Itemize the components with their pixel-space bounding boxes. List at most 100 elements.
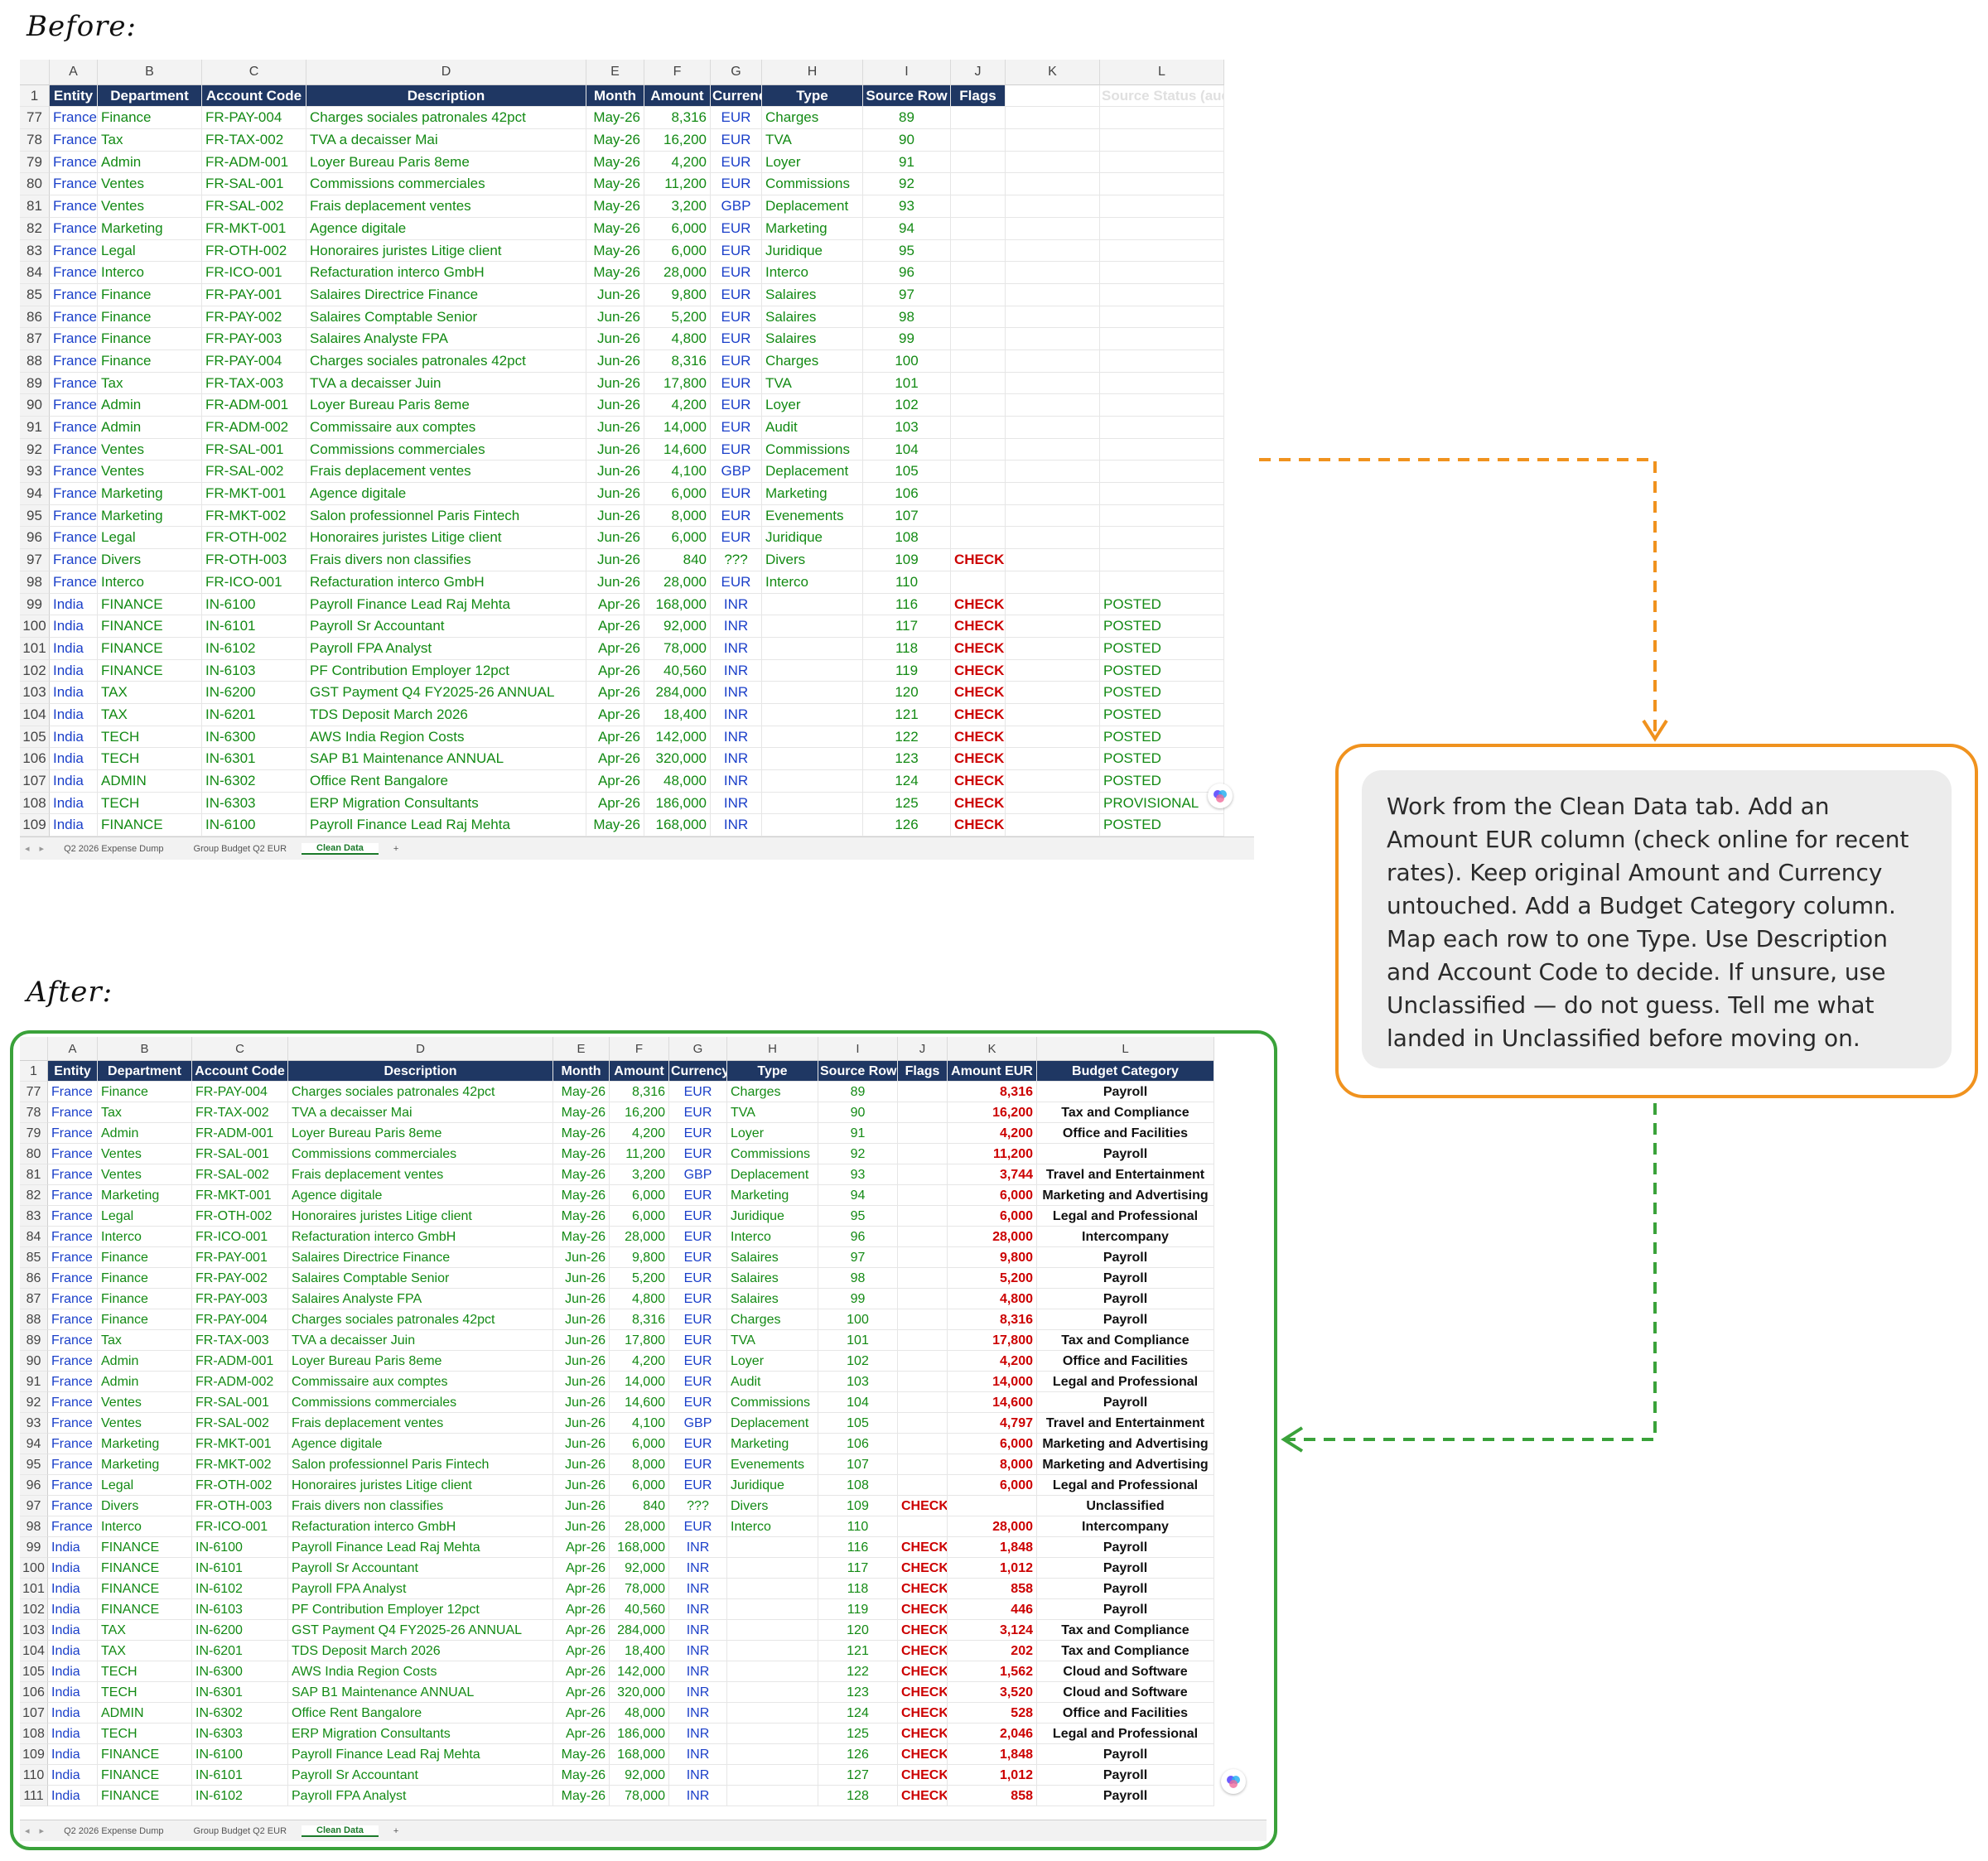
cell-l[interactable]: Travel and Entertainment bbox=[1037, 1164, 1214, 1185]
cell-l[interactable] bbox=[1100, 438, 1224, 461]
cell-h[interactable]: Loyer bbox=[727, 1351, 818, 1372]
cell-h[interactable]: Salaires bbox=[727, 1289, 818, 1309]
cell-g[interactable]: INR bbox=[669, 1599, 727, 1620]
cell-k[interactable]: 4,800 bbox=[948, 1289, 1037, 1309]
cell-e[interactable]: May-26 bbox=[586, 217, 644, 240]
cell-k[interactable]: 1,012 bbox=[948, 1558, 1037, 1579]
cell-g[interactable]: GBP bbox=[669, 1413, 727, 1434]
cell-f[interactable]: 5,200 bbox=[644, 306, 711, 329]
cell-c[interactable]: IN-6103 bbox=[192, 1599, 288, 1620]
cell-b[interactable]: Finance bbox=[98, 306, 202, 329]
cell-d[interactable]: Agence digitale bbox=[288, 1185, 553, 1206]
cell-c[interactable]: FR-ADM-001 bbox=[202, 394, 306, 417]
cell-c[interactable]: FR-ICO-001 bbox=[192, 1227, 288, 1247]
row-number[interactable]: 77 bbox=[20, 1082, 48, 1102]
cell-e[interactable]: Apr-26 bbox=[553, 1579, 610, 1599]
cell-c[interactable]: FR-PAY-004 bbox=[202, 107, 306, 130]
cell-i[interactable]: 94 bbox=[818, 1185, 898, 1206]
cell-g[interactable]: EUR bbox=[669, 1516, 727, 1537]
cell-h[interactable] bbox=[762, 814, 863, 837]
cell-g[interactable]: GBP bbox=[669, 1164, 727, 1185]
cell-c[interactable]: FR-PAY-004 bbox=[192, 1309, 288, 1330]
cell-d[interactable]: Payroll Finance Lead Raj Mehta bbox=[306, 814, 586, 837]
cell-k[interactable] bbox=[1006, 770, 1100, 793]
cell-l[interactable]: Legal and Professional bbox=[1037, 1372, 1214, 1392]
cell-g[interactable]: EUR bbox=[669, 1123, 727, 1144]
row-number[interactable]: 82 bbox=[20, 1185, 48, 1206]
cell-a[interactable]: India bbox=[48, 1724, 98, 1744]
cell-b[interactable]: TAX bbox=[98, 682, 202, 704]
cell-e[interactable]: Jun-26 bbox=[586, 460, 644, 484]
cell-h[interactable]: Marketing bbox=[727, 1434, 818, 1454]
cell-e[interactable]: Apr-26 bbox=[586, 659, 644, 682]
row-number[interactable]: 79 bbox=[20, 151, 50, 174]
cell-l[interactable] bbox=[1100, 173, 1224, 196]
cell-a[interactable]: France bbox=[48, 1227, 98, 1247]
cell-i[interactable]: 122 bbox=[863, 726, 951, 749]
cell-b[interactable]: Legal bbox=[98, 239, 202, 263]
cell-l[interactable]: Payroll bbox=[1037, 1558, 1214, 1579]
cell-f[interactable]: 9,800 bbox=[644, 283, 711, 306]
cell-c[interactable]: FR-SAL-001 bbox=[192, 1392, 288, 1413]
cell-k[interactable] bbox=[1006, 394, 1100, 417]
cell-j[interactable] bbox=[898, 1102, 948, 1123]
cell-c[interactable]: IN-6100 bbox=[192, 1744, 288, 1765]
cell-g[interactable]: EUR bbox=[669, 1289, 727, 1309]
header-amount-eur[interactable]: Amount EUR bbox=[948, 1061, 1037, 1082]
cell-l[interactable]: POSTED bbox=[1100, 726, 1224, 749]
cell-c[interactable]: FR-TAX-002 bbox=[192, 1102, 288, 1123]
cell-j[interactable] bbox=[898, 1123, 948, 1144]
cell-j[interactable] bbox=[898, 1268, 948, 1289]
cell-i[interactable]: 110 bbox=[818, 1516, 898, 1537]
cell-d[interactable]: Refacturation interco GmbH bbox=[306, 571, 586, 594]
cell-d[interactable]: Charges sociales patronales 42pct bbox=[288, 1309, 553, 1330]
cell-j[interactable]: CHECK bbox=[951, 703, 1006, 726]
tab-q2-2026-expense-dump[interactable]: Q2 2026 Expense Dump bbox=[64, 1825, 164, 1836]
cell-j[interactable] bbox=[898, 1475, 948, 1496]
cell-i[interactable]: 116 bbox=[863, 593, 951, 616]
cell-l[interactable]: POSTED bbox=[1100, 748, 1224, 770]
cell-a[interactable]: France bbox=[48, 1413, 98, 1434]
cell-d[interactable]: TDS Deposit March 2026 bbox=[288, 1641, 553, 1661]
cell-k[interactable]: 14,600 bbox=[948, 1392, 1037, 1413]
cell-d[interactable]: Payroll Sr Accountant bbox=[306, 615, 586, 638]
cell-i[interactable]: 126 bbox=[863, 814, 951, 837]
cell-g[interactable]: ??? bbox=[711, 549, 762, 571]
cell-c[interactable]: FR-MKT-001 bbox=[202, 483, 306, 505]
cell-i[interactable]: 93 bbox=[818, 1164, 898, 1185]
cell-a[interactable]: France bbox=[50, 151, 98, 174]
cell-h[interactable] bbox=[727, 1661, 818, 1682]
cell-j[interactable] bbox=[898, 1413, 948, 1434]
cell-f[interactable]: 16,200 bbox=[644, 129, 711, 152]
cell-a[interactable]: France bbox=[50, 504, 98, 528]
cell-a[interactable]: France bbox=[48, 1185, 98, 1206]
cell-e[interactable]: Jun-26 bbox=[586, 483, 644, 505]
cell-g[interactable]: EUR bbox=[711, 394, 762, 417]
cell-a[interactable]: France bbox=[50, 195, 98, 218]
header-type[interactable]: Type bbox=[727, 1061, 818, 1082]
row-number[interactable]: 104 bbox=[20, 1641, 48, 1661]
column-letter-i[interactable]: I bbox=[818, 1037, 898, 1061]
cell-i[interactable]: 103 bbox=[863, 417, 951, 439]
cell-i[interactable]: 90 bbox=[863, 129, 951, 152]
cell-b[interactable]: Divers bbox=[98, 549, 202, 571]
cell-d[interactable]: Commissions commerciales bbox=[306, 438, 586, 461]
header-source-row[interactable]: Source Row bbox=[863, 84, 951, 108]
cell-h[interactable] bbox=[727, 1703, 818, 1724]
column-letter-e[interactable]: E bbox=[553, 1037, 610, 1061]
cell-d[interactable]: Salaires Comptable Senior bbox=[288, 1268, 553, 1289]
cell-e[interactable]: Jun-26 bbox=[553, 1392, 610, 1413]
cell-c[interactable]: IN-6301 bbox=[192, 1682, 288, 1703]
cell-d[interactable]: ERP Migration Consultants bbox=[288, 1724, 553, 1744]
cell-a[interactable]: France bbox=[48, 1206, 98, 1227]
cell-i[interactable]: 124 bbox=[818, 1703, 898, 1724]
cell-g[interactable]: EUR bbox=[711, 283, 762, 306]
cell-j[interactable]: CHECK bbox=[951, 549, 1006, 571]
cell-j[interactable] bbox=[951, 195, 1006, 218]
cell-l[interactable]: Legal and Professional bbox=[1037, 1475, 1214, 1496]
cell-d[interactable]: GST Payment Q4 FY2025-26 ANNUAL bbox=[288, 1620, 553, 1641]
cell-k[interactable]: 17,800 bbox=[948, 1330, 1037, 1351]
cell-h[interactable]: Loyer bbox=[762, 151, 863, 174]
column-letter-h[interactable]: H bbox=[762, 60, 863, 85]
cell-i[interactable]: 98 bbox=[863, 306, 951, 329]
